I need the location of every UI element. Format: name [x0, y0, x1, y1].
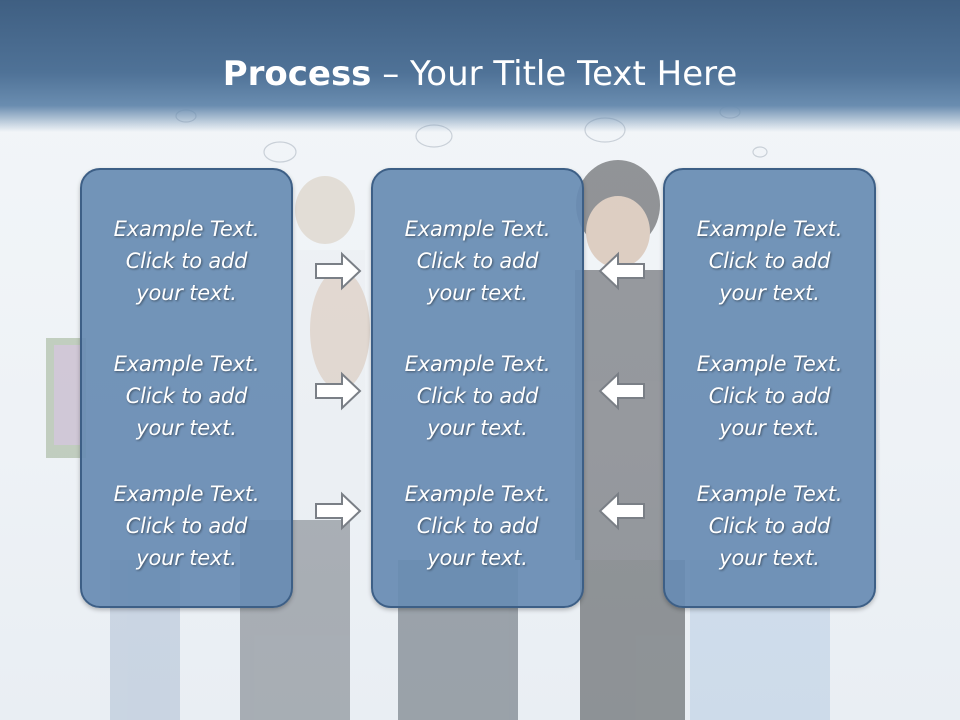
panel-3-text-2[interactable]: Example Text. Click to add your text. [696, 352, 843, 440]
panel-2-text-1[interactable]: Example Text. Click to add your text. [404, 217, 551, 305]
process-panel-3[interactable]: Example Text. Click to add your text. Ex… [663, 168, 876, 608]
title-rest-part: – Your Title Text Here [371, 54, 738, 94]
panel-1-text-2[interactable]: Example Text. Click to add your text. [113, 352, 260, 440]
panel-3-text-1[interactable]: Example Text. Click to add your text. [696, 217, 843, 305]
panel-1-text-3[interactable]: Example Text. Click to add your text. [113, 482, 260, 570]
arrow-left-icon [598, 371, 645, 411]
arrow-right-icon [315, 371, 362, 411]
header-band [0, 0, 960, 132]
arrow-right-icon [315, 251, 362, 291]
process-panel-2[interactable]: Example Text. Click to add your text. Ex… [371, 168, 584, 608]
process-panel-1[interactable]: Example Text. Click to add your text. Ex… [80, 168, 293, 608]
arrow-left-icon [598, 251, 645, 291]
arrow-right-icon [315, 491, 362, 531]
panel-1-text-1[interactable]: Example Text. Click to add your text. [113, 217, 260, 305]
panel-2-text-3[interactable]: Example Text. Click to add your text. [404, 482, 551, 570]
panel-3-text-3[interactable]: Example Text. Click to add your text. [696, 482, 843, 570]
slide-title[interactable]: Process – Your Title Text Here [0, 52, 960, 96]
panel-2-text-2[interactable]: Example Text. Click to add your text. [404, 352, 551, 440]
title-bold-part: Process [222, 54, 372, 94]
arrow-left-icon [598, 491, 645, 531]
